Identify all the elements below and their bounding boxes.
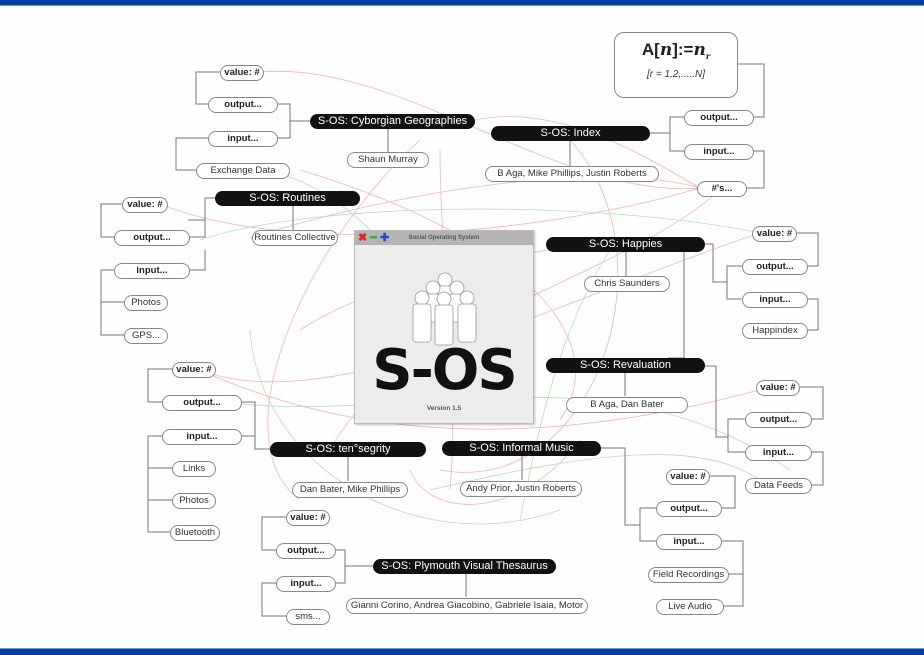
people-group-icon bbox=[412, 272, 477, 346]
version-label: Version 1.5 bbox=[426, 405, 462, 412]
sos-logo: S-OS bbox=[372, 338, 518, 403]
input-node[interactable]: input... bbox=[684, 144, 754, 160]
input-node[interactable]: input... bbox=[745, 445, 812, 461]
sos-app-window[interactable]: ✖ ━ ✚ Social Operating System S-OS Versi… bbox=[354, 230, 534, 424]
input-gps[interactable]: GPS... bbox=[124, 328, 168, 344]
input-node[interactable]: input... bbox=[208, 131, 278, 147]
input-photos[interactable]: Photos bbox=[172, 493, 216, 509]
input-bluetooth[interactable]: Bluetooth bbox=[170, 525, 220, 541]
value-node[interactable]: value: # bbox=[220, 65, 264, 81]
people-routines[interactable]: Routines Collective bbox=[252, 230, 338, 246]
output-node[interactable]: output... bbox=[114, 230, 190, 246]
value-node[interactable]: value: # bbox=[122, 197, 168, 213]
people-tensegrity[interactable]: Dan Bater, Mike Phillips bbox=[292, 482, 408, 498]
hub-routines[interactable]: S-OS: Routines bbox=[215, 191, 360, 206]
input-field-recordings[interactable]: Field Recordings bbox=[648, 567, 729, 583]
people-informal-music[interactable]: Andy Prior, Justin Roberts bbox=[460, 481, 582, 497]
formula-box: A[n]:=nr [r = 1,2,.....N] bbox=[614, 32, 738, 98]
value-node[interactable]: value: # bbox=[756, 380, 800, 396]
output-node[interactable]: output... bbox=[162, 395, 242, 411]
top-frame-bar bbox=[0, 0, 924, 6]
value-node[interactable]: value: # bbox=[286, 510, 330, 526]
hub-happies[interactable]: S-OS: Happies bbox=[546, 237, 705, 252]
value-node[interactable]: value: # bbox=[666, 469, 710, 485]
input-live-audio[interactable]: Live Audio bbox=[656, 599, 724, 615]
formula-main: A[n]:=nr bbox=[641, 40, 711, 62]
formula-range: [r = 1,2,.....N] bbox=[646, 69, 706, 81]
bottom-frame-bar bbox=[0, 648, 924, 655]
hub-informal-music[interactable]: S-OS: Informal Music bbox=[442, 441, 601, 456]
window-titlebar[interactable]: ✖ ━ ✚ Social Operating System bbox=[355, 231, 533, 245]
input-node[interactable]: input... bbox=[162, 429, 242, 445]
input-node[interactable]: input... bbox=[742, 292, 808, 308]
output-node[interactable]: output... bbox=[276, 543, 336, 559]
minimize-icon[interactable]: ━ bbox=[370, 232, 377, 244]
people-happies[interactable]: Chris Saunders bbox=[584, 276, 670, 292]
window-title: Social Operating System bbox=[408, 235, 480, 241]
hub-tensegrity[interactable]: S-OS: ten°segrity bbox=[270, 442, 426, 457]
hub-revaluation[interactable]: S-OS: Revaluation bbox=[546, 358, 705, 373]
input-photos[interactable]: Photos bbox=[124, 295, 168, 311]
input-node[interactable]: input... bbox=[276, 576, 336, 592]
input-node[interactable]: input... bbox=[114, 263, 190, 279]
output-node[interactable]: output... bbox=[208, 97, 278, 113]
input-exchange-data[interactable]: Exchange Data bbox=[196, 163, 290, 179]
input-data-feeds[interactable]: Data Feeds bbox=[745, 478, 812, 494]
close-icon[interactable]: ✖ bbox=[358, 232, 368, 244]
output-node[interactable]: output... bbox=[745, 412, 812, 428]
input-links[interactable]: Links bbox=[172, 461, 216, 477]
people-cyborgian[interactable]: Shaun Murray bbox=[347, 152, 429, 168]
hashes-node[interactable]: #'s... bbox=[697, 181, 747, 197]
input-sms[interactable]: sms... bbox=[286, 609, 330, 625]
output-node[interactable]: output... bbox=[684, 110, 754, 126]
value-node[interactable]: value: # bbox=[172, 362, 216, 378]
output-node[interactable]: output... bbox=[742, 259, 808, 275]
people-revaluation[interactable]: B Aga, Dan Bater bbox=[566, 397, 688, 413]
maximize-icon[interactable]: ✚ bbox=[379, 232, 390, 244]
hub-plymouth-visual-thesaurus[interactable]: S-OS: Plymouth Visual Thesaurus bbox=[373, 559, 556, 574]
hub-index[interactable]: S-OS: Index bbox=[491, 126, 650, 141]
output-node[interactable]: output... bbox=[656, 501, 722, 517]
value-node[interactable]: value: # bbox=[752, 226, 797, 242]
people-plymouth[interactable]: Gianni Corino, Andrea Giacobino, Gabriel… bbox=[346, 598, 588, 614]
input-happindex[interactable]: Happindex bbox=[742, 323, 808, 339]
hub-cyborgian-geographies[interactable]: S-OS: Cyborgian Geographies bbox=[310, 114, 475, 129]
input-node[interactable]: input... bbox=[656, 534, 722, 550]
people-index[interactable]: B Aga, Mike Phillips, Justin Roberts bbox=[485, 166, 659, 182]
